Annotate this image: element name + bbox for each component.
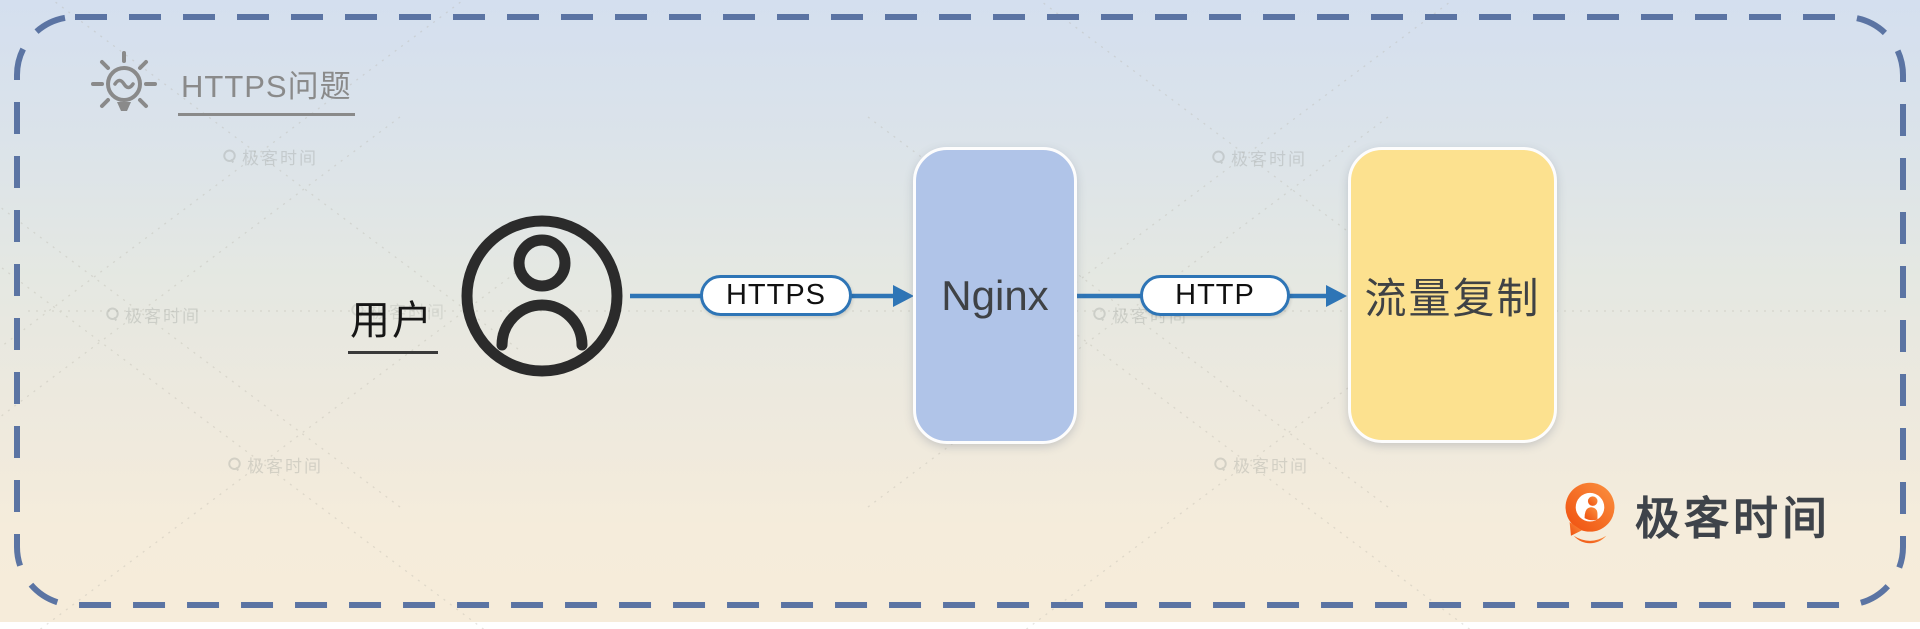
- watermark-logo-icon: [1212, 150, 1225, 165]
- traffic-copy-node-label: 流量复制: [1364, 274, 1541, 322]
- https-pill-text: HTTPS: [725, 279, 827, 311]
- geektime-logo-icon: [1565, 482, 1615, 544]
- watermark-logo-icon: [106, 307, 119, 322]
- edge-label-http: HTTP: [1140, 275, 1290, 316]
- watermark-text: 极客时间: [242, 149, 318, 168]
- watermark: 极客时间: [105, 302, 201, 327]
- brand-name: 极客时间: [1635, 492, 1832, 544]
- watermark: 极客时间: [1213, 452, 1309, 477]
- watermark: 极客时间: [1211, 145, 1307, 170]
- watermark-logo-icon: [1093, 307, 1106, 322]
- nginx-node: Nginx: [913, 147, 1077, 444]
- watermark-text: 极客时间: [125, 307, 201, 326]
- edge-label-https: HTTPS: [700, 275, 852, 316]
- nginx-node-label: Nginx: [941, 271, 1049, 319]
- watermark: 极客时间: [222, 144, 318, 169]
- watermark-logo-icon: [228, 457, 241, 472]
- user-node-label: 用户: [348, 288, 438, 354]
- watermark-text: 极客时间: [247, 457, 323, 476]
- watermark-logo-icon: [351, 303, 364, 318]
- watermark-text: 极客时间: [1233, 457, 1309, 476]
- lightbulb-icon: [91, 51, 157, 111]
- diagram-title-block: HTTPS问题: [84, 48, 355, 128]
- watermark-logo-icon: [223, 149, 236, 164]
- watermark: 极客时间: [227, 452, 323, 477]
- brand-logo: 极客时间: [1556, 480, 1831, 548]
- http-pill-text: HTTP: [1175, 279, 1255, 311]
- watermark: 极客时间: [350, 298, 446, 323]
- watermark-logo-icon: [1214, 457, 1227, 472]
- page-title: HTTPS问题: [178, 61, 355, 116]
- watermark-text: 极客时间: [370, 303, 446, 322]
- traffic-copy-node: 流量复制: [1348, 147, 1557, 443]
- watermark-text: 极客时间: [1231, 150, 1307, 169]
